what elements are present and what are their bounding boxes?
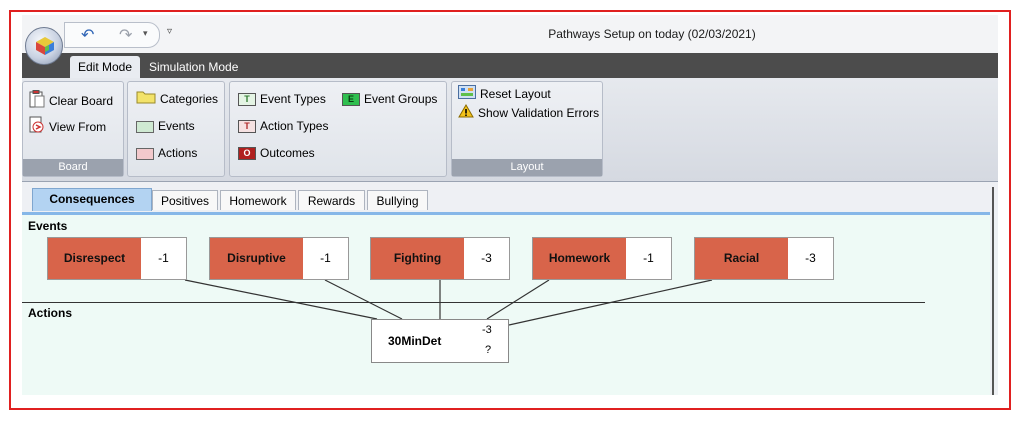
layout-group-caption: Layout [452, 159, 602, 176]
event-name: Racial [695, 238, 788, 279]
layout-group: Reset Layout Show Validation Errors Layo… [451, 81, 603, 177]
actions-button[interactable]: Actions [136, 143, 197, 163]
categories-button[interactable]: Categories [136, 89, 218, 109]
window-title: Pathways Setup on today (02/03/2021) [548, 27, 756, 41]
layout-grid-icon [458, 84, 476, 105]
highlight-frame [9, 10, 1011, 410]
event-node[interactable]: Disruptive -1 [209, 237, 349, 280]
board-group: Clear Board View From Board [22, 81, 124, 177]
event-node[interactable]: Fighting -3 [370, 237, 510, 280]
action-types-icon: T [238, 120, 256, 134]
action-note: ? [485, 344, 492, 356]
events-button[interactable]: Events [136, 116, 195, 136]
customize-toolbar-icon[interactable]: ▿ [167, 26, 173, 37]
event-groups-icon: E [342, 93, 360, 107]
event-name: Homework [533, 238, 626, 279]
tab-consequences[interactable]: Consequences [32, 188, 152, 211]
document-area: Consequences Positives Homework Rewards … [22, 183, 998, 395]
clear-board-button[interactable]: Clear Board [29, 90, 113, 110]
actions-swatch-icon [136, 147, 154, 160]
event-node[interactable]: Homework -1 [532, 237, 672, 280]
app-window: ↶ ↷ ▾ ▿ Pathways Setup on today (02/03/2… [22, 15, 998, 395]
chevron-down-icon[interactable]: ▾ [143, 28, 148, 38]
event-value: -1 [643, 251, 654, 265]
tab-bullying[interactable]: Bullying [367, 190, 428, 210]
view-from-button[interactable]: View From [29, 116, 106, 136]
clipboard-icon [29, 90, 45, 114]
link-homework [486, 279, 550, 320]
events-swatch-icon [136, 120, 154, 133]
application-menu-button[interactable] [25, 27, 63, 65]
items-group: Categories Events Actions [127, 81, 225, 177]
folder-icon [136, 90, 156, 110]
board-group-caption: Board [23, 159, 123, 176]
ribbon: Clear Board View From Board Categories E… [22, 78, 998, 182]
document-arrow-icon [29, 116, 45, 140]
pathway-canvas[interactable]: Events Disrespect -1 Disruptive -1 Fight… [22, 215, 990, 395]
undo-icon[interactable]: ↶ [81, 27, 95, 44]
document-tab-bar: Consequences Positives Homework Rewards … [22, 188, 990, 215]
actions-section-label: Actions [28, 306, 73, 320]
event-node[interactable]: Disrespect -1 [47, 237, 187, 280]
event-value: -3 [805, 251, 816, 265]
event-name: Fighting [371, 238, 464, 279]
title-bar: ↶ ↷ ▾ ▿ Pathways Setup on today (02/03/2… [22, 15, 998, 53]
link-disrespect [184, 279, 378, 320]
event-name: Disrespect [48, 238, 141, 279]
show-validation-errors-button[interactable]: Show Validation Errors [458, 103, 599, 123]
event-value: -1 [158, 251, 169, 265]
action-node[interactable]: 30MinDet -3 ? [371, 319, 509, 363]
link-disruptive [324, 279, 403, 320]
quick-access-toolbar: ↶ ↷ ▾ [64, 22, 160, 48]
tab-simulation-mode[interactable]: Simulation Mode [149, 60, 239, 74]
event-types-icon: T [238, 93, 256, 107]
tab-homework[interactable]: Homework [220, 190, 296, 210]
canvas-right-border [992, 187, 994, 395]
ribbon-tab-strip: Edit Mode Simulation Mode [22, 53, 998, 78]
tab-positives[interactable]: Positives [152, 190, 218, 210]
event-value: -1 [320, 251, 331, 265]
tab-edit-mode[interactable]: Edit Mode [70, 56, 141, 78]
reset-layout-button[interactable]: Reset Layout [458, 84, 551, 104]
outcomes-icon: O [238, 147, 256, 161]
action-value: -3 [482, 324, 492, 336]
events-section-label: Events [28, 219, 68, 233]
redo-icon[interactable]: ↷ [119, 27, 133, 44]
event-value: -3 [481, 251, 492, 265]
action-name: 30MinDet [388, 334, 442, 348]
app-logo-icon [36, 37, 54, 55]
event-name: Disruptive [210, 238, 303, 279]
warning-icon [458, 103, 474, 124]
tab-rewards[interactable]: Rewards [298, 190, 365, 210]
event-node[interactable]: Racial -3 [694, 237, 834, 280]
section-divider [22, 302, 925, 303]
